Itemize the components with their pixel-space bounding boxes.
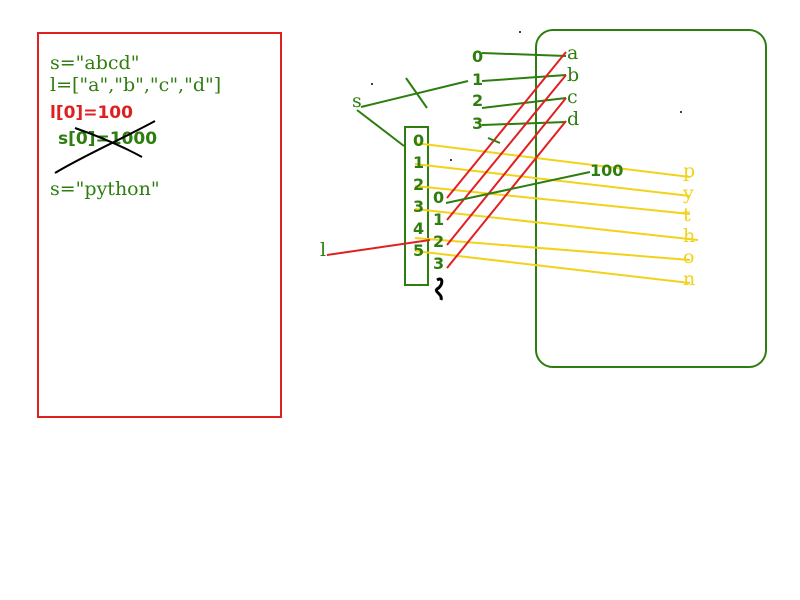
python-index-0: 0: [413, 131, 425, 150]
code-line-4: s[0]=1000: [58, 129, 158, 149]
python-char-n: n: [683, 268, 696, 290]
python-index-3: 3: [413, 197, 425, 216]
python-char-t: t: [683, 204, 691, 226]
python-char-p: p: [683, 160, 696, 182]
list-index-0: 0: [433, 188, 445, 207]
list-link: [446, 51, 567, 199]
list0-to-100: [445, 171, 591, 204]
list-index-1: 1: [433, 210, 445, 229]
s-cut-mark: [405, 77, 428, 109]
code-line-1: s="abcd": [50, 52, 140, 74]
list-link: [446, 74, 567, 221]
abcd-link: [481, 121, 567, 126]
python-char-o: o: [683, 246, 695, 268]
abcd-link: [481, 74, 567, 82]
python-link: [414, 142, 691, 178]
abcd-index-0: 0: [472, 47, 484, 66]
speck: [371, 83, 373, 85]
abcd-char-c: c: [567, 86, 578, 108]
speck: [680, 111, 682, 113]
s-to-python-arrow: [356, 109, 405, 147]
list-index-3: 3: [433, 254, 445, 273]
python-link: [414, 250, 691, 284]
code-panel: [37, 32, 282, 418]
var-l-label: l: [320, 239, 327, 261]
python-link: [414, 237, 691, 261]
python-index-1: 1: [413, 153, 425, 172]
python-link: [414, 185, 691, 215]
python-index-2: 2: [413, 175, 425, 194]
speck: [450, 159, 452, 161]
abcd-link: [481, 52, 567, 57]
code-line-3: l[0]=100: [50, 103, 133, 123]
l-to-list-arrow: [326, 239, 431, 256]
abcd-index-3: 3: [472, 114, 484, 133]
code-line-5: s="python": [50, 178, 160, 200]
strike-mark: [54, 120, 156, 174]
python-char-y: y: [683, 182, 694, 204]
python-index-box: [404, 126, 429, 286]
speck: [519, 31, 521, 33]
python-link: [414, 208, 699, 241]
scribble-mark: [434, 277, 444, 301]
list-link: [446, 97, 567, 246]
list-link: [446, 120, 567, 269]
abcd-char-b: b: [567, 64, 580, 86]
python-index-4: 4: [413, 219, 425, 238]
strike-mark: [74, 127, 143, 158]
python-index-5: 5: [413, 241, 425, 260]
code-line-2: l=["a","b","c","d"]: [50, 74, 222, 96]
python-char-h: h: [683, 225, 696, 247]
abcd-index-1: 1: [472, 70, 484, 89]
value-100-label: 100: [590, 161, 624, 180]
abcd-char-d: d: [567, 108, 580, 130]
s-to-abcd-arrow: [360, 80, 469, 108]
abcd-char-a: a: [567, 42, 579, 64]
small-tick: [487, 137, 501, 144]
var-s-label: s: [352, 90, 362, 112]
list-index-2: 2: [433, 232, 445, 251]
abcd-index-2: 2: [472, 91, 484, 110]
